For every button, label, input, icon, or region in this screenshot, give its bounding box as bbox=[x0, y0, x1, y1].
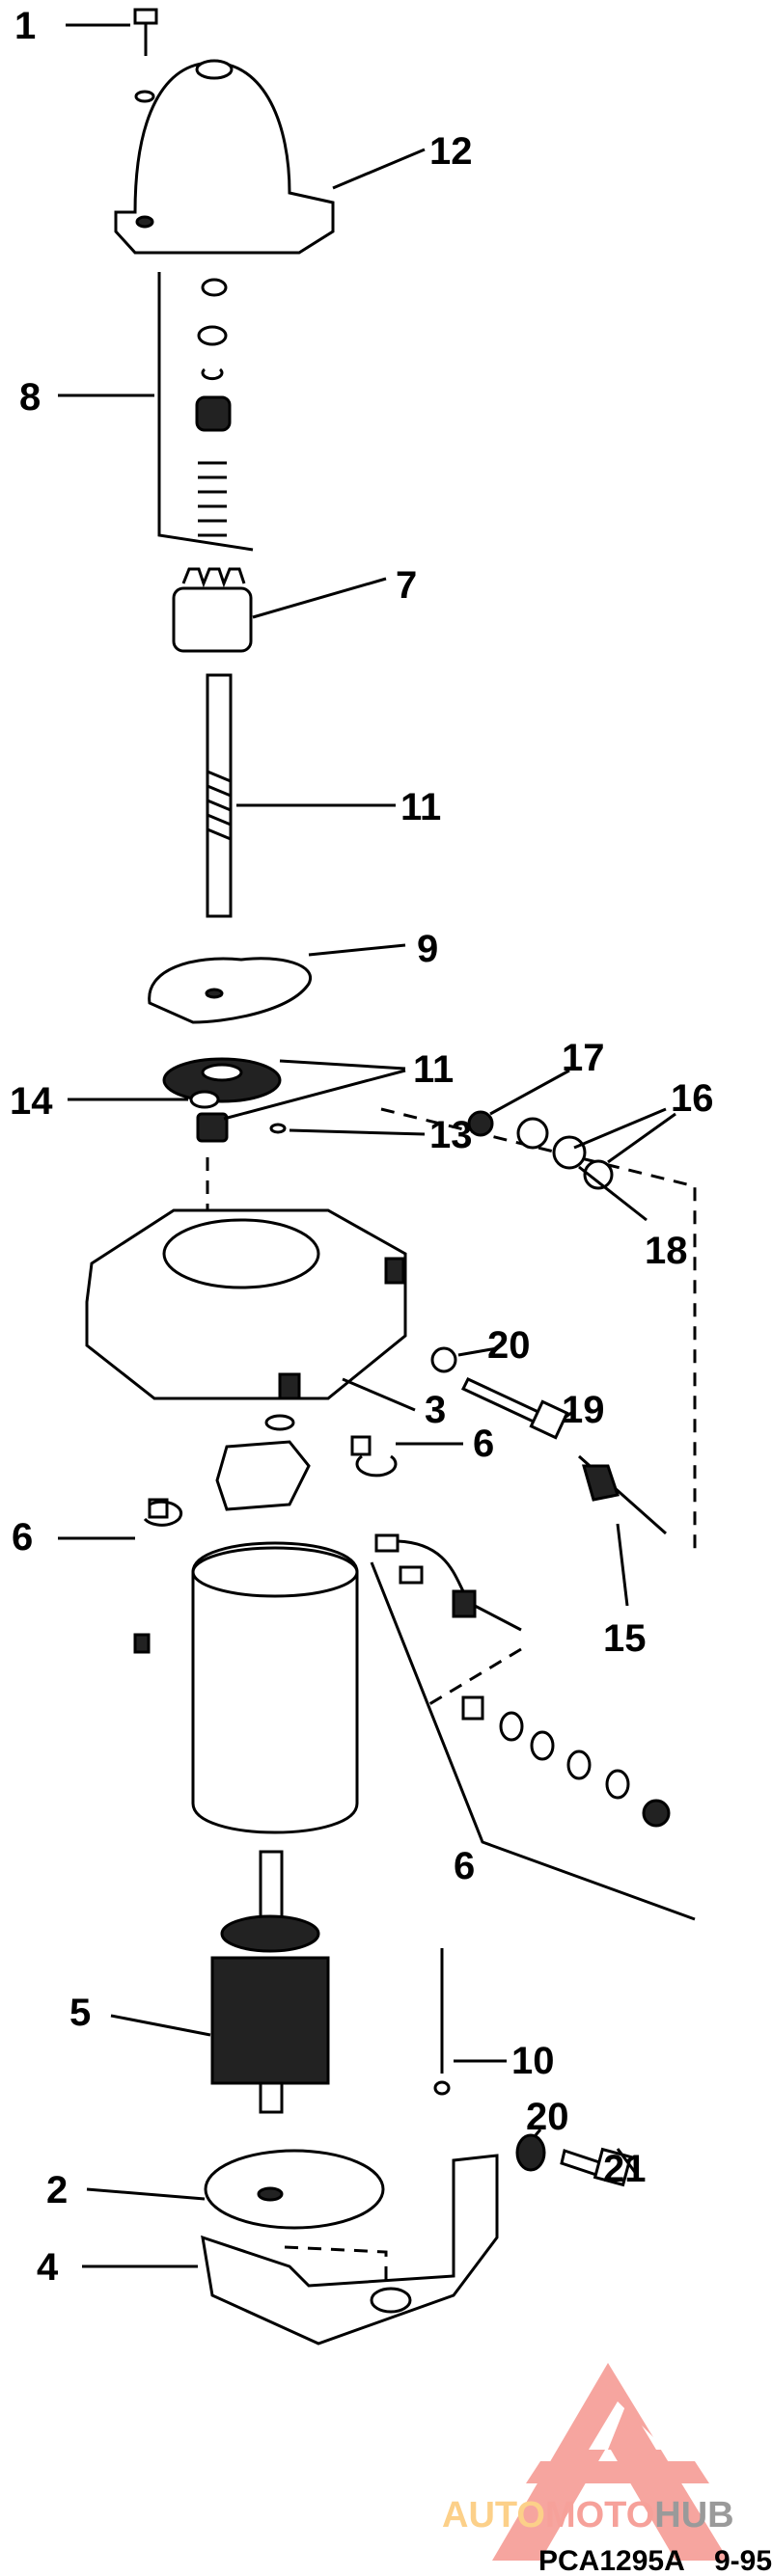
watermark-auto: AUTO bbox=[442, 2495, 545, 2535]
label-12: 12 bbox=[429, 130, 473, 173]
terminal-hardware-16-17-18 bbox=[380, 1107, 697, 1558]
field-frame bbox=[191, 1541, 359, 1834]
label-18: 18 bbox=[645, 1230, 688, 1272]
label-16: 16 bbox=[671, 1077, 714, 1120]
watermark-logo bbox=[492, 2363, 729, 2561]
bolt-part-21 bbox=[560, 2147, 633, 2187]
label-6c: 6 bbox=[454, 1845, 475, 1887]
watermark-text: AUTOMOTOHUB bbox=[442, 2495, 734, 2535]
label-3: 3 bbox=[425, 1389, 446, 1431]
label-20a: 20 bbox=[487, 1324, 531, 1367]
gears-part-11 bbox=[162, 1057, 282, 1143]
mounting-bracket-part-4 bbox=[201, 2154, 499, 2346]
reference-code: PCA1295A bbox=[538, 2545, 685, 2576]
bolt-part-19 bbox=[460, 1377, 569, 1440]
bolt-part-1 bbox=[133, 8, 158, 103]
label-5: 5 bbox=[69, 1992, 91, 2034]
label-8: 8 bbox=[19, 376, 41, 419]
label-14: 14 bbox=[10, 1080, 53, 1123]
through-bolt-part-10 bbox=[433, 1948, 451, 2096]
label-4: 4 bbox=[37, 2246, 59, 2289]
brush-plate bbox=[133, 1414, 398, 1654]
shaft-part-11 bbox=[206, 673, 233, 918]
label-7: 7 bbox=[396, 564, 417, 607]
label-2: 2 bbox=[46, 2169, 68, 2211]
label-13: 13 bbox=[429, 1114, 473, 1156]
label-15: 15 bbox=[603, 1617, 647, 1660]
watermark-moto: MOTO bbox=[545, 2495, 654, 2535]
label-1: 1 bbox=[14, 5, 36, 47]
ring-part-13 bbox=[269, 1123, 287, 1134]
label-17: 17 bbox=[562, 1037, 605, 1079]
brush-housing-part-3 bbox=[85, 1208, 407, 1400]
watermark-hub: HUB bbox=[654, 2495, 733, 2535]
label-9: 9 bbox=[417, 928, 438, 970]
label-6a: 6 bbox=[473, 1423, 494, 1465]
plate-part-9 bbox=[148, 957, 313, 1024]
label-11a: 11 bbox=[400, 786, 441, 828]
label-11b: 11 bbox=[413, 1048, 454, 1091]
label-19: 19 bbox=[562, 1389, 605, 1431]
pinion-part-7 bbox=[172, 567, 253, 653]
armature-part-5 bbox=[210, 1850, 330, 2114]
washer-part-14 bbox=[189, 1090, 220, 1109]
terminal-stud-part-15 bbox=[578, 1454, 667, 1535]
washer-part-20 bbox=[430, 1346, 457, 1373]
label-6b: 6 bbox=[12, 1516, 33, 1559]
drive-parts-stack-8 bbox=[157, 272, 254, 552]
revision-date: 9-95 bbox=[714, 2545, 772, 2576]
end-plate-part-2 bbox=[204, 2149, 385, 2230]
label-21: 21 bbox=[603, 2148, 647, 2190]
label-20b: 20 bbox=[526, 2096, 569, 2138]
lead-part-6 bbox=[370, 1533, 696, 1921]
washer-part-20b bbox=[515, 2133, 546, 2172]
label-10: 10 bbox=[511, 2040, 555, 2082]
drive-cap-part-12 bbox=[114, 59, 335, 255]
